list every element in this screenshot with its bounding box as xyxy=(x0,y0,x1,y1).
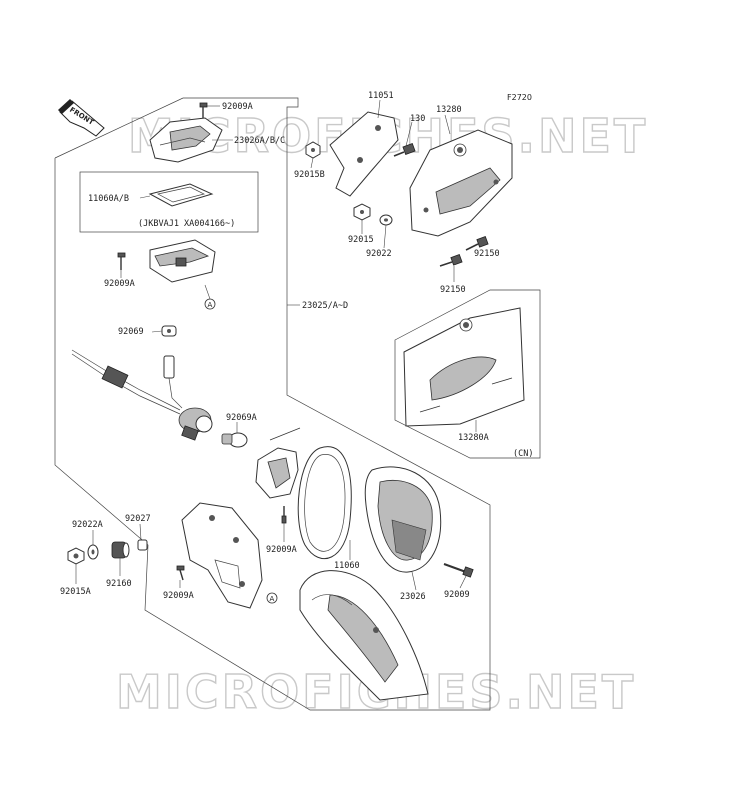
nut-92015 xyxy=(353,203,371,221)
callout-a-bottom-label: A xyxy=(270,595,275,603)
bracket-11051 xyxy=(329,111,399,197)
bolt-92150-b xyxy=(439,254,463,267)
label-92015b: 92015B xyxy=(294,170,325,180)
callout-a-top-label: A xyxy=(208,301,213,309)
label-92027: 92027 xyxy=(125,514,151,524)
label-92069: 92069 xyxy=(118,327,144,337)
label-92009a-bracket: 92009A xyxy=(163,591,194,601)
screw-92009a-top xyxy=(199,102,208,118)
label-92160: 92160 xyxy=(106,579,132,589)
label-13280a: 13280A xyxy=(458,433,489,443)
grommet-92160 xyxy=(111,541,130,559)
label-23026abc: 23026A/B/C xyxy=(234,136,285,146)
bolt-130 xyxy=(393,143,416,157)
label-serial-note: (JKBVAJ1 XA004166~) xyxy=(138,219,235,229)
wire-harness xyxy=(71,349,213,441)
housing-base xyxy=(149,239,216,283)
nut-92015b xyxy=(305,141,321,159)
clip-92069 xyxy=(161,325,177,337)
label-92150-b: 92150 xyxy=(440,285,466,295)
bolt-92150-a xyxy=(465,236,489,251)
nut-92015a xyxy=(67,547,85,565)
label-23026: 23026 xyxy=(400,592,426,602)
figure-code: F2720 xyxy=(507,93,532,102)
bulb-92069a xyxy=(221,432,248,448)
leader-lines xyxy=(75,99,477,591)
reflector xyxy=(255,427,301,499)
assembly-outline xyxy=(54,97,491,711)
plate-detail-box xyxy=(394,289,541,459)
gasket-11060ab xyxy=(148,183,214,207)
label-11060: 11060 xyxy=(334,561,360,571)
mounting-bracket xyxy=(181,502,263,609)
tail-lens-23026 xyxy=(364,466,442,573)
label-130: 130 xyxy=(410,114,425,124)
label-92009a-left: 92009A xyxy=(104,279,135,289)
label-92015a: 92015A xyxy=(60,587,91,597)
lamp-housing-base xyxy=(299,570,429,701)
label-13280: 13280 xyxy=(436,105,462,115)
license-plate-bracket-13280a xyxy=(403,307,525,427)
lens-gasket-11060 xyxy=(297,446,352,560)
label-92015: 92015 xyxy=(348,235,374,245)
screw-92009 xyxy=(443,563,474,578)
label-92022: 92022 xyxy=(366,249,392,259)
washer-92022 xyxy=(379,214,393,226)
label-92009a-mid: 92009A xyxy=(266,545,297,555)
label-92022a: 92022A xyxy=(72,520,103,530)
screw-92009a-left xyxy=(117,252,126,270)
label-92069a: 92069A xyxy=(226,413,257,423)
label-23025: 23025/A~D xyxy=(302,301,348,311)
label-11060ab: 11060A/B xyxy=(88,194,129,204)
housing-cover-23026abc xyxy=(149,117,223,163)
collar-92027 xyxy=(137,539,148,551)
label-92150-a: 92150 xyxy=(474,249,500,259)
label-11051: 11051 xyxy=(368,91,394,101)
label-92009a-top: 92009A xyxy=(222,102,253,112)
part-labels: 92009A 23026A/B/C 11060A/B (JKBVAJ1 XA00… xyxy=(60,91,533,602)
callout-a-bottom xyxy=(266,592,278,604)
license-plate-bracket-13280 xyxy=(409,129,513,237)
washer-92022a xyxy=(87,544,99,560)
screw-92009a-bracket xyxy=(176,565,185,581)
front-arrow-icon: FRONT xyxy=(58,99,105,137)
screw-92009a-mid xyxy=(281,506,287,524)
label-92009: 92009 xyxy=(444,590,470,600)
gasket-detail-box xyxy=(79,171,259,233)
label-cn-note: (CN) xyxy=(513,449,533,459)
